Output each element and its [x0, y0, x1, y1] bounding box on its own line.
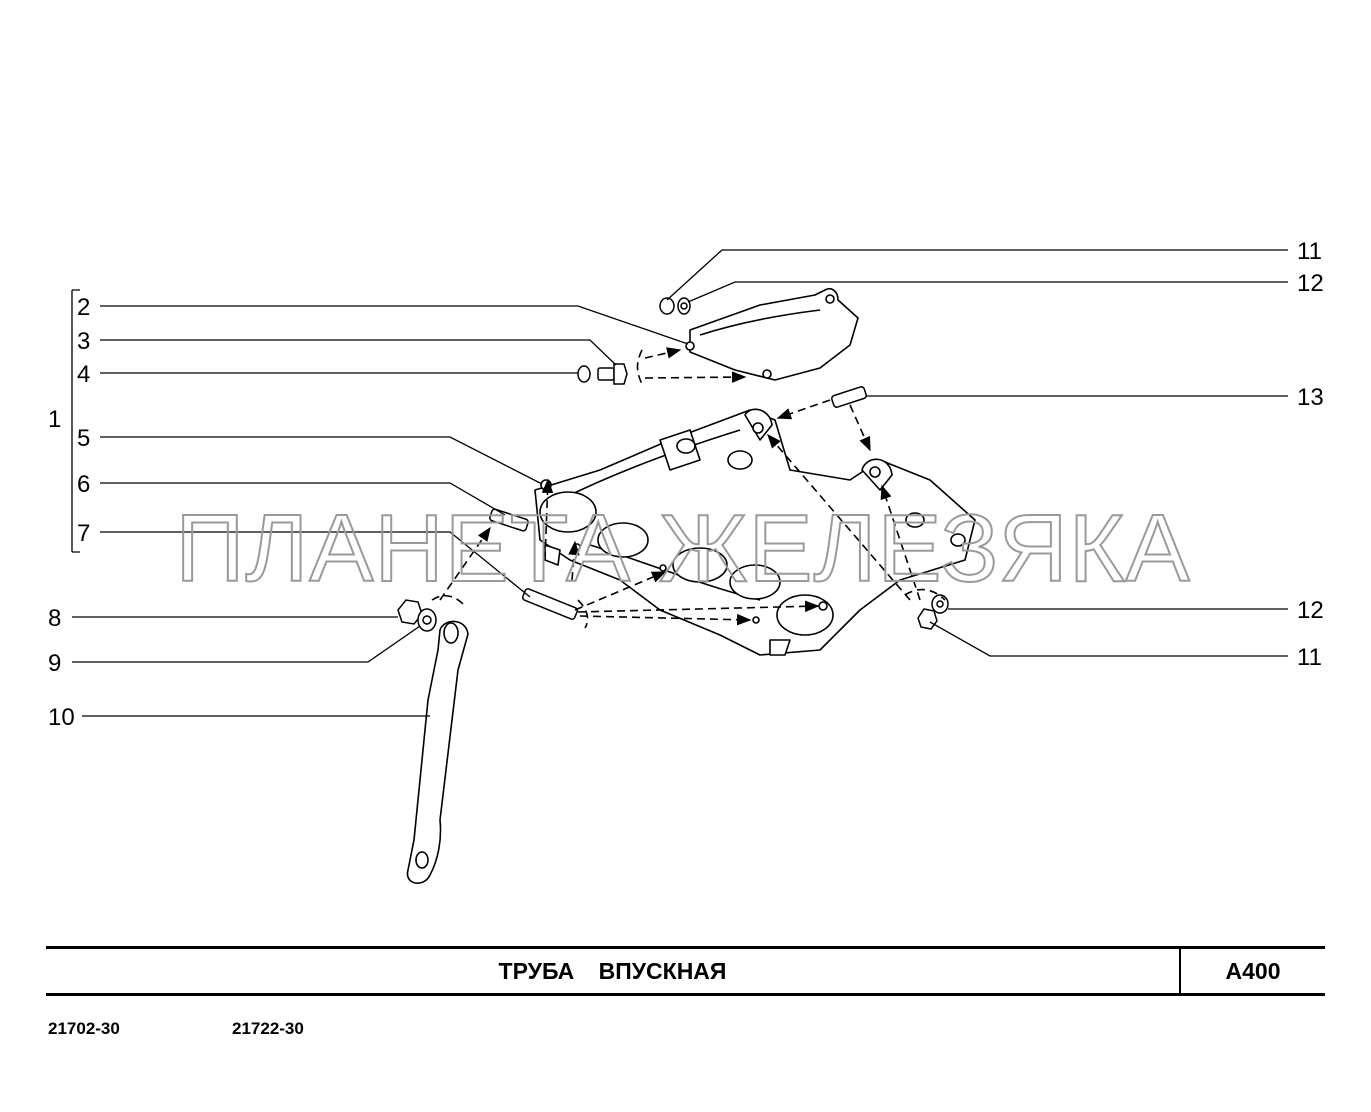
diagram-title: ТРУБА ВПУСКНАЯ: [498, 958, 727, 984]
model-number: 21702-30: [48, 1019, 120, 1038]
stud-7: [521, 588, 579, 620]
fasteners: [397, 297, 949, 632]
callout-13: 13: [1297, 384, 1324, 411]
callout-12-bottom: 12: [1297, 597, 1324, 624]
callout-1: 1: [48, 406, 61, 433]
callout-8: 8: [48, 605, 61, 632]
nut-11-bottom: [917, 608, 938, 630]
title-divider: [1179, 949, 1181, 993]
callout-11-top: 11: [1297, 238, 1322, 265]
watermark: ПЛАНЕТА ЖЕЛЕЗЯКА: [175, 495, 1190, 602]
nut-11-top: [659, 297, 675, 315]
diagram-code: A400: [1225, 958, 1281, 984]
stud-6: [489, 508, 529, 532]
callout-4: 4: [77, 361, 90, 388]
model-number: 21722-30: [232, 1019, 304, 1038]
stud-13: [831, 386, 867, 408]
callout-9: 9: [48, 650, 61, 677]
title-block: ТРУБА ВПУСКНАЯ A400: [46, 946, 1325, 996]
callout-6: 6: [77, 471, 90, 498]
leader-lines: [71, 249, 1288, 717]
callout-10: 10: [48, 704, 75, 731]
callout-12-top: 12: [1297, 270, 1324, 297]
callout-labels: 1 2 3 4 5 6 7 8 9 10 11 12 13 12 11: [48, 238, 1324, 731]
support-bracket: [406, 620, 469, 884]
callout-11-bottom: 11: [1297, 644, 1322, 671]
bolt-3: [597, 367, 615, 381]
assembly-lines: [431, 347, 946, 629]
heat-shield: [685, 287, 859, 381]
callout-7: 7: [77, 520, 90, 547]
callout-5: 5: [77, 425, 90, 452]
washer-4: [577, 365, 591, 383]
callout-2: 2: [77, 294, 90, 321]
callout-3: 3: [77, 328, 90, 355]
